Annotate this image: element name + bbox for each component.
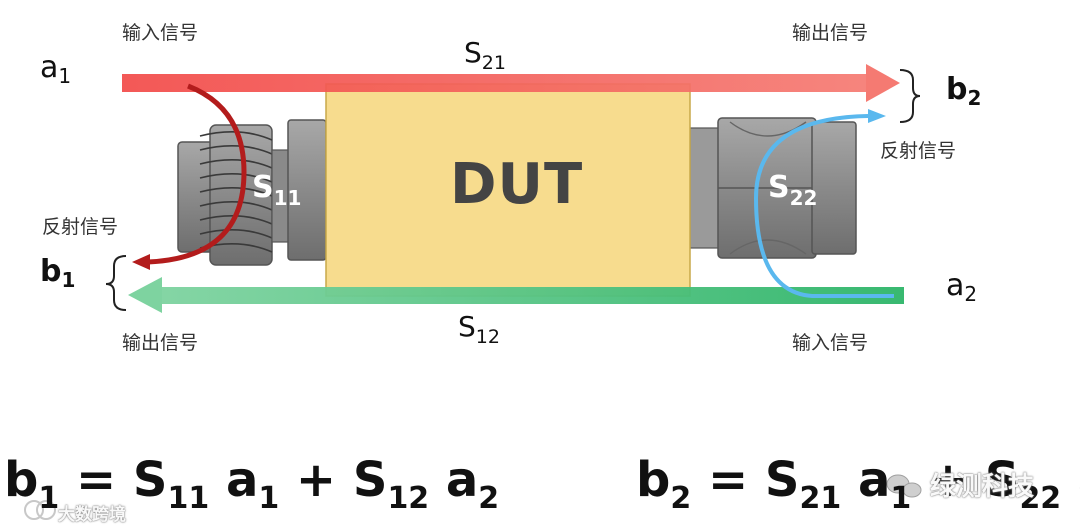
port-a2-label: a2 — [946, 268, 978, 306]
s11-reflection-arrow — [132, 83, 247, 270]
dut-box — [325, 83, 691, 297]
s22-label: S22 — [768, 170, 818, 210]
b2-brace — [899, 69, 921, 123]
s21-label: S21 — [464, 36, 506, 74]
b1-brace — [105, 255, 127, 311]
output-signal-right-label: 输出信号 — [792, 22, 869, 44]
dut-label: DUT — [450, 152, 584, 217]
port-b2-label: b2 — [946, 72, 982, 110]
reverse-arrow — [128, 277, 904, 313]
input-signal-right-label: 输入信号 — [792, 332, 869, 354]
right-watermark-logo — [886, 474, 922, 498]
s22-reflection-arrow — [753, 109, 894, 298]
right-watermark-text: 绿测科技 — [930, 472, 1035, 502]
equation-b2: b2 = S21 a1 + S22 a2 — [636, 452, 1080, 516]
input-signal-left-label: 输入信号 — [122, 22, 199, 44]
forward-arrow — [122, 64, 900, 102]
s11-label: S11 — [252, 170, 302, 210]
port-b1-label: b1 — [40, 254, 76, 292]
reflected-signal-right-label: 反射信号 — [880, 140, 957, 162]
reflected-signal-left-label: 反射信号 — [42, 216, 119, 238]
equation-b1: b1 = S11 a1 + S12 a2 — [4, 452, 500, 516]
output-signal-left-label: 输出信号 — [122, 332, 199, 354]
s12-label: S12 — [458, 310, 500, 348]
port-a1-label: a1 — [40, 50, 72, 88]
left-watermark-text: 大数跨境 — [58, 505, 126, 525]
right-connector — [689, 117, 857, 259]
left-watermark-logo — [24, 500, 56, 520]
